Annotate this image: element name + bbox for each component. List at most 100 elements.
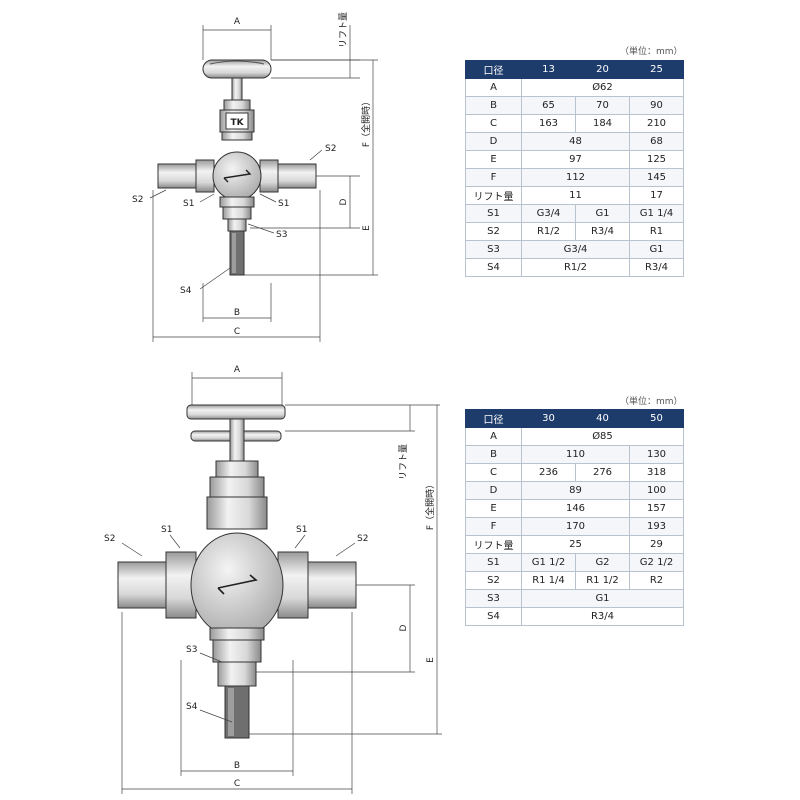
bottom-row-label: F: [465, 517, 522, 536]
top-table-cell: R1/2: [521, 258, 630, 277]
bottom-dim-lift: リフト量: [398, 444, 409, 480]
bottom-header-size: 40: [575, 409, 630, 428]
bottom-label-s2-right: S2: [357, 534, 368, 544]
top-table-cell: 145: [629, 168, 684, 187]
top-table-cell: 90: [629, 96, 684, 115]
top-s2-right: [275, 163, 317, 189]
bottom-table-cell: G1: [521, 589, 684, 608]
bottom-header-size: 50: [629, 409, 684, 428]
top-table-header-row: 口径 13 20 25: [465, 60, 684, 79]
top-row-label: B: [465, 96, 522, 115]
top-table-cell: 163: [521, 114, 576, 133]
bottom-label-s3: S3: [186, 645, 197, 655]
bottom-label-s2-left: S2: [104, 534, 115, 544]
bottom-row-label: C: [465, 463, 522, 482]
top-table-cell: 11: [521, 186, 630, 205]
top-table-cell: G1: [575, 204, 630, 223]
top-table-cell: G1: [629, 240, 684, 259]
bottom-table-cell: 318: [629, 463, 684, 482]
top-row-label: S2: [465, 222, 522, 241]
top-table-cell: 70: [575, 96, 630, 115]
bottom-table-cell: 130: [629, 445, 684, 464]
top-label-s3: S3: [276, 230, 287, 240]
bottom-table-cell: 276: [575, 463, 630, 482]
bottom-table-cell: 100: [629, 481, 684, 500]
top-table-cell: R3/4: [575, 222, 630, 241]
top-table-cell: 112: [521, 168, 630, 187]
bottom-s3: [217, 661, 257, 687]
bottom-table-cell: 170: [521, 517, 630, 536]
bottom-table-cell: R3/4: [521, 607, 684, 626]
bottom-dim-a: A: [234, 365, 241, 375]
bottom-row-label: S4: [465, 607, 522, 626]
bottom-table-cell: 146: [521, 499, 630, 518]
top-table-cell: 125: [629, 150, 684, 169]
bottom-row-label: A: [465, 427, 522, 446]
top-dim-c: C: [234, 327, 240, 337]
bottom-dim-f: F（全開時）: [424, 480, 436, 530]
bottom-row-label: B: [465, 445, 522, 464]
bottom-table-cell: 193: [629, 517, 684, 536]
top-dim-b: B: [234, 308, 240, 318]
bottom-dim-d: D: [399, 624, 409, 631]
bottom-dim-c: C: [234, 779, 240, 789]
top-row-label: S4: [465, 258, 522, 277]
bottom-row-label: D: [465, 481, 522, 500]
bottom-header-diameter: 口径: [465, 409, 522, 428]
top-table-cell: 65: [521, 96, 576, 115]
top-row-label: E: [465, 150, 522, 169]
top-row-label: D: [465, 132, 522, 151]
top-row-label: リフト量: [465, 186, 522, 205]
top-label-s1-left: S1: [183, 199, 194, 209]
bottom-table-cell: Ø85: [521, 427, 684, 446]
bottom-dim-e: E: [426, 657, 436, 663]
bottom-row-label: S1: [465, 553, 522, 572]
bottom-table-cell: G2 1/2: [629, 553, 684, 572]
bottom-table-cell: G2: [575, 553, 630, 572]
top-dim-f: F（全開時）: [360, 97, 372, 147]
top-table-cell: 97: [521, 150, 630, 169]
top-s2-left: [157, 163, 199, 189]
top-label-s2-left: S2: [132, 195, 143, 205]
top-dimensions: [149, 25, 378, 342]
top-mark: TK: [230, 118, 244, 128]
bottom-stem: [229, 418, 245, 462]
bottom-unit-note: （単位：mm）: [620, 397, 683, 407]
bottom-row-label: S2: [465, 571, 522, 590]
bottom-table-cell: R2: [629, 571, 684, 590]
top-row-label: C: [465, 114, 522, 133]
bottom-table-cell: 29: [629, 535, 684, 554]
top-table-cell: 17: [629, 186, 684, 205]
top-label-s2-right: S2: [325, 144, 336, 154]
top-dim-e: E: [362, 225, 372, 231]
bottom-table-cell: R1 1/2: [575, 571, 630, 590]
bottom-row-label: S3: [465, 589, 522, 608]
bottom-valve-drawing: A B C D E F（全開時） リフト量 S2 S1 S1 S2 S3 S4: [104, 365, 442, 794]
bottom-body: [190, 532, 284, 638]
top-stem: [231, 77, 243, 101]
bottom-table-cell: 89: [521, 481, 630, 500]
bottom-s2-right: [305, 561, 357, 609]
top-header-diameter: 口径: [465, 60, 522, 79]
bottom-table-cell: R1 1/4: [521, 571, 576, 590]
bottom-label-s1-left: S1: [161, 525, 172, 535]
bottom-dim-b: B: [234, 761, 240, 771]
top-dim-d: D: [339, 198, 349, 205]
bottom-table-cell: 236: [521, 463, 576, 482]
